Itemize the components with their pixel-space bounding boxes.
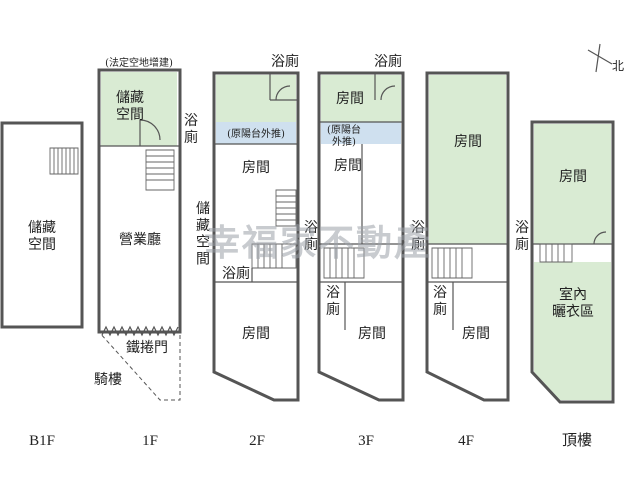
label-4f-room2: 房間 — [462, 326, 490, 342]
stair-roof — [539, 243, 573, 263]
north-arrow: 北 — [587, 43, 624, 73]
label-2f-bath-top: 浴廁 — [271, 53, 299, 70]
label-line: 儲 — [196, 201, 210, 217]
label-line: 廁 — [433, 301, 447, 318]
stair-3f — [323, 247, 365, 279]
label-line: 廁 — [184, 129, 198, 146]
label-roof-bath: 浴廁 — [515, 220, 529, 253]
label-line: 室內 — [559, 286, 587, 303]
label-1f-bath: 浴廁 — [184, 113, 198, 146]
label-line: 間 — [196, 251, 210, 267]
label-line: 曬衣區 — [552, 304, 594, 320]
label-line: 廁 — [411, 236, 425, 253]
plan-1f: (法定空地增建) 儲藏空間 浴廁 營業廳 鐵捲門 騎樓 — [94, 56, 198, 401]
label-3f-room1: 房間 — [336, 91, 364, 107]
plan-2f: 浴廁 (原陽台外推) 房間 儲藏空間 浴廁 房間 — [196, 53, 300, 402]
label-3f-room2: 房間 — [334, 158, 362, 174]
north-label: 北 — [612, 59, 624, 73]
label-1f-arcade: 騎樓 — [94, 372, 122, 388]
label-line: 廁 — [326, 301, 340, 318]
label-line: 外推) — [332, 135, 356, 148]
plan-roof: 浴廁 房間 室內曬衣區 — [515, 120, 615, 404]
label-line: 浴 — [515, 220, 529, 236]
label-roof-room: 房間 — [559, 169, 587, 185]
watermark: 幸福家不動產 — [204, 222, 432, 264]
label-2f-room2: 房間 — [242, 326, 270, 342]
plan-3f: 浴廁 房間 (原陽台外推) 房間 浴廁 浴廁 房間 — [304, 53, 405, 402]
floor-labels: B1F 1F 2F 3F 4F 頂樓 — [29, 432, 592, 449]
label-3f-bath-left: 浴廁 — [304, 220, 318, 253]
label-line: (原陽台 — [327, 123, 361, 136]
label-line: 空 — [196, 235, 210, 251]
label-line: 儲藏 — [116, 90, 144, 106]
label-3f-room3: 房間 — [358, 326, 386, 342]
label-line: 浴 — [304, 220, 318, 236]
label-line: 空間 — [116, 107, 144, 123]
label-4f-bath-low: 浴廁 — [433, 285, 447, 318]
stair-2f — [251, 189, 297, 269]
label-line: 空間 — [28, 237, 56, 253]
label-2f-balcony: (原陽台外推) — [227, 127, 285, 140]
label-line: 廁 — [304, 236, 318, 253]
label-line: 廁 — [515, 236, 529, 253]
label-4f-bath-left: 浴廁 — [411, 220, 425, 253]
label-line: 藏 — [196, 218, 210, 234]
label-2f-room1: 房間 — [242, 160, 270, 176]
label-b1-storage: 儲藏空間 — [28, 220, 56, 253]
stair-1f — [145, 149, 175, 191]
label-3f-balcony: (原陽台外推) — [327, 123, 361, 148]
label-line: 浴 — [184, 113, 198, 129]
label-1f-shutter: 鐵捲門 — [126, 339, 168, 356]
label-line: 儲藏 — [28, 220, 56, 236]
label-3f-bath-low: 浴廁 — [326, 285, 340, 318]
label-1f-note: (法定空地增建) — [105, 56, 173, 69]
label-3f-bath-top: 浴廁 — [374, 53, 402, 70]
label-line: 浴 — [326, 285, 340, 301]
floor-label-2f: 2F — [249, 433, 265, 449]
stair-4f — [431, 247, 473, 279]
floor-label-roof: 頂樓 — [562, 432, 592, 449]
label-line: 浴 — [433, 285, 447, 301]
floor-label-1f: 1F — [142, 433, 158, 449]
stair-b1f — [49, 147, 79, 175]
label-4f-room1: 房間 — [454, 134, 482, 150]
floor-label-3f: 3F — [358, 433, 374, 449]
label-1f-storage: 儲藏空間 — [116, 90, 144, 123]
label-roof-laundry: 室內曬衣區 — [552, 286, 594, 320]
floor-label-4f: 4F — [458, 433, 474, 449]
label-2f-storage: 儲藏空間 — [196, 201, 210, 267]
plan-4f: 房間 浴廁 浴廁 房間 — [411, 71, 510, 402]
plan-b1f: 儲藏空間 — [0, 121, 84, 329]
label-2f-bath-mid: 浴廁 — [222, 265, 250, 282]
floor-label-b1f: B1F — [29, 433, 55, 449]
label-line: 浴 — [411, 220, 425, 236]
label-1f-hall: 營業廳 — [119, 231, 161, 248]
